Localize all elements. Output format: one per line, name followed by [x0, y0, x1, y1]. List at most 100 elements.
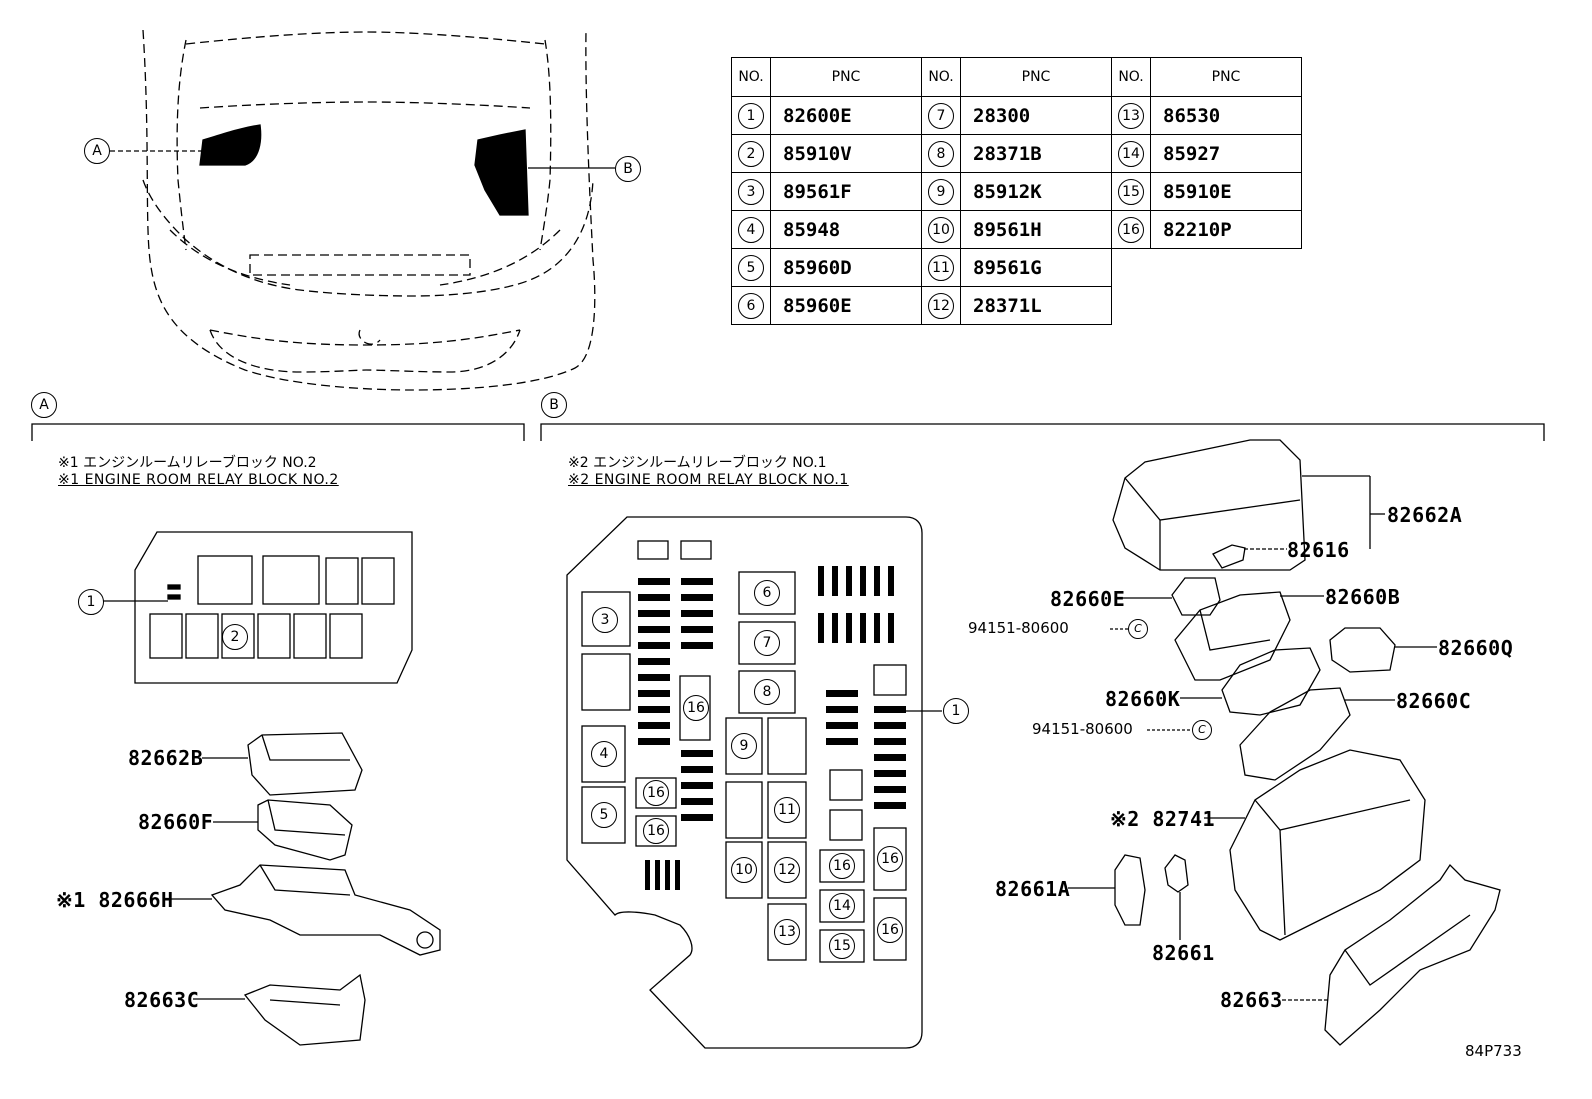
- relay-b-number-16: 16: [643, 818, 669, 844]
- item-pnc: 85948: [770, 210, 922, 249]
- table-header-row: NO. PNC NO. PNC NO. PNC: [731, 57, 1302, 97]
- section-b-label: B: [541, 392, 567, 418]
- section-a-label: A: [31, 392, 57, 418]
- item-number: 2: [731, 134, 771, 173]
- part-82666h-bracket: [210, 864, 441, 956]
- part-82660e-label: 82660E: [1050, 587, 1126, 611]
- empty-cell: [1112, 249, 1151, 287]
- part-82616-label: 82616: [1287, 538, 1350, 562]
- header-pnc: PNC: [770, 57, 922, 97]
- item-pnc: 28300: [960, 96, 1112, 135]
- section-a-caption-jp: ※1 エンジンルームリレーブロック NO.2: [58, 455, 317, 471]
- item-number-circle: 6: [738, 292, 764, 319]
- item-number: 3: [731, 172, 771, 211]
- item-number-circle: 15: [1118, 178, 1144, 205]
- item-number: 8: [921, 134, 961, 173]
- empty-cell: [1112, 287, 1151, 325]
- relay-block-a-location: [199, 124, 262, 166]
- item-number-circle: 8: [928, 140, 954, 167]
- part-82616-fuse: [1212, 544, 1246, 569]
- part-82660k-block: [1221, 647, 1321, 716]
- item-number-circle: 14: [1118, 140, 1144, 167]
- item-number-circle: 3: [738, 178, 764, 205]
- part-94151-b-label: 94151-80600: [1032, 720, 1133, 738]
- item-pnc: 82600E: [770, 96, 922, 135]
- part-82660c-label: 82660C: [1396, 689, 1472, 713]
- item-number-circle: 5: [738, 254, 764, 281]
- item-number-circle: 4: [738, 216, 764, 243]
- item-number: 6: [731, 286, 771, 325]
- part-82661-label: 82661: [1152, 941, 1215, 965]
- item-number-circle: 10: [928, 216, 954, 243]
- part-82661-clip: [1164, 854, 1189, 893]
- part-82660e-connector: [1171, 577, 1221, 616]
- item-number-circle: 2: [738, 140, 764, 167]
- clip-symbol-b: C: [1192, 720, 1212, 740]
- item-number: 5: [731, 248, 771, 287]
- item-number-circle: 7: [928, 102, 954, 129]
- relay-b-number-16: 16: [877, 917, 903, 943]
- header-no: NO.: [1111, 57, 1151, 97]
- header-pnc: PNC: [960, 57, 1112, 97]
- part-94151-a-label: 94151-80600: [968, 619, 1069, 637]
- item-pnc: 89561F: [770, 172, 922, 211]
- empty-cell: [1151, 249, 1302, 287]
- part-82660k-label: 82660K: [1105, 687, 1181, 711]
- vehicle-outline: [142, 29, 596, 391]
- part-82662a-cover: [1112, 439, 1306, 571]
- item-number: 4: [731, 210, 771, 249]
- section-b-caption-jp: ※2 エンジンルームリレーブロック NO.1: [568, 455, 827, 471]
- relay-block-b-outline: [566, 516, 923, 1049]
- part-82660b-block: [1174, 591, 1291, 681]
- item-number: 13: [1111, 96, 1151, 135]
- item-number: 7: [921, 96, 961, 135]
- item-pnc: 85960E: [770, 286, 922, 325]
- relay-block-a-outline: [134, 531, 413, 684]
- header-no: NO.: [731, 57, 771, 97]
- callout-b: B: [615, 156, 641, 182]
- item-pnc: 89561G: [960, 248, 1112, 287]
- part-82662b-cover: [247, 732, 363, 796]
- item-number: 11: [921, 248, 961, 287]
- part-82660q-connector: [1329, 627, 1396, 673]
- item-pnc: 82210P: [1150, 210, 1302, 249]
- part-82660b-label: 82660B: [1325, 585, 1401, 609]
- relay-b-number-8: 8: [754, 679, 780, 705]
- part-82661a-label: 82661A: [995, 877, 1071, 901]
- relay-b-number-9: 9: [731, 733, 757, 759]
- item-number: 1: [731, 96, 771, 135]
- header-no: NO.: [921, 57, 961, 97]
- item-number-circle: 16: [1118, 216, 1144, 243]
- item-number-circle: 1: [738, 102, 764, 129]
- part-82662b-label: 82662B: [128, 746, 204, 770]
- figure-code: 84P733: [1465, 1042, 1522, 1060]
- part-82663c-label: 82663C: [124, 988, 200, 1012]
- header-pnc: PNC: [1150, 57, 1302, 97]
- relay-b-number-13: 13: [774, 919, 800, 945]
- item-pnc: 85912K: [960, 172, 1112, 211]
- relay-a-number-1: 1: [78, 589, 104, 615]
- fuse-strips: [638, 566, 906, 890]
- relay-b-number-1: 1: [943, 698, 969, 724]
- part-82660f-block: [257, 799, 353, 861]
- part-82660q-label: 82660Q: [1438, 636, 1514, 660]
- relay-block-b-location: [474, 129, 529, 216]
- clip-symbol-a: C: [1128, 619, 1148, 639]
- relay-a-number-2: 2: [222, 624, 248, 650]
- item-number: 12: [921, 286, 961, 325]
- item-pnc: 85960D: [770, 248, 922, 287]
- section-a-caption-en: ※1 ENGINE ROOM RELAY BLOCK NO.2: [58, 472, 339, 488]
- item-number: 9: [921, 172, 961, 211]
- relay-b-number-11: 11: [774, 797, 800, 823]
- part-82662a-label: 82662A: [1387, 503, 1463, 527]
- part-82660c-block: [1239, 687, 1351, 781]
- relay-b-number-16: 16: [877, 846, 903, 872]
- relay-b-number-3: 3: [592, 607, 618, 633]
- item-number: 10: [921, 210, 961, 249]
